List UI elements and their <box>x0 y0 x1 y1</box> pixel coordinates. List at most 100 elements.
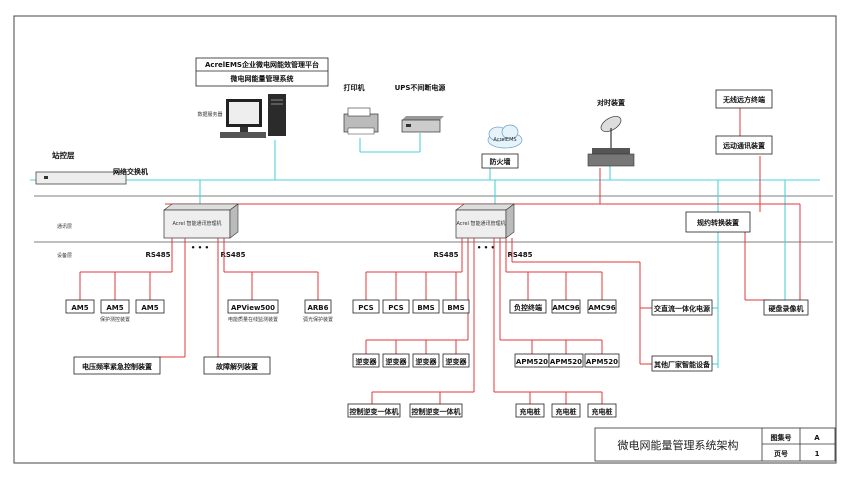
ups-icon <box>401 116 444 133</box>
control-inverter-box-2 <box>409 403 463 418</box>
am5-box-2 <box>100 299 130 314</box>
gateway-left-icon <box>163 203 239 239</box>
am5-label-1: AM5 <box>71 304 88 312</box>
other-devices-label: 其他厂家智能设备 <box>654 360 711 369</box>
am5-sub-2: 保护测控装置 <box>100 316 130 323</box>
pcs-box-1 <box>352 299 380 314</box>
bms-label-2: BMS <box>447 304 464 312</box>
middle-rs485-tree <box>365 238 475 404</box>
telecontrol-box <box>715 135 773 155</box>
charger-label-3: 充电桩 <box>592 407 613 416</box>
load-terminal-box <box>509 299 547 314</box>
dots-left: • • • <box>191 244 209 252</box>
dots-right: • • • <box>477 244 495 252</box>
comm-layer-label: 通讯层 <box>57 223 72 230</box>
apm520-box-3 <box>584 353 620 368</box>
printer-label: 打印机 <box>344 83 365 92</box>
firewall-label: 防火墙 <box>490 157 511 166</box>
arb6-sub: 弧光保护装置 <box>303 316 333 323</box>
drawing-no-value: A <box>814 434 820 442</box>
inverter-label-4: 逆变器 <box>446 357 468 366</box>
title-block <box>594 427 836 462</box>
inverter-box-4 <box>442 353 470 368</box>
gateway-right-label: Acrel 智能通讯管理机 <box>456 220 505 227</box>
apm520-label-1: APM520 <box>516 358 548 366</box>
amc96-label-1: AMC96 <box>552 304 579 312</box>
apview-box <box>227 299 279 314</box>
fault-control-label: 故障解列装置 <box>216 362 258 371</box>
field-layer-label: 设备层 <box>57 252 72 259</box>
pcs-label-2: PCS <box>388 304 403 312</box>
inverter-label-2: 逆变器 <box>386 357 408 366</box>
pcs-label-1: PCS <box>358 304 373 312</box>
other-devices-box <box>651 355 713 372</box>
am5-label-3: AM5 <box>141 304 158 312</box>
wireless-terminal-label: 无线远方终端 <box>722 95 765 104</box>
recorder-box <box>763 299 809 316</box>
apview-label: APView500 <box>231 304 275 312</box>
drawing-no-label: 图集号 <box>771 433 792 442</box>
acdc-power-box <box>651 299 713 316</box>
apview-sub: 电能质量在线监测装置 <box>228 316 278 323</box>
server-icon <box>220 94 286 138</box>
bms-box-2 <box>442 299 470 314</box>
acdc-power-label: 交直流一体化电源 <box>654 304 710 313</box>
am5-box-3 <box>135 299 165 314</box>
bms-label-1: BMS <box>417 304 434 312</box>
amc96-label-2: AMC96 <box>588 304 615 312</box>
voltage-control-label: 电压频率紧急控制装置 <box>82 362 152 371</box>
rs485-label-1: RS485 <box>145 251 170 259</box>
cloud-label: AcrelEMS <box>493 137 516 143</box>
protocol-converter-box <box>685 211 751 233</box>
charger-box-2 <box>551 403 581 418</box>
charger-label-2: 充电桩 <box>556 407 577 416</box>
server-label: 数据服务器 <box>197 111 222 118</box>
cloud-icon <box>487 124 523 149</box>
arb6-label: ARB6 <box>307 304 328 312</box>
printer-icon <box>343 107 379 135</box>
platform-subtitle: 微电网能量管理系统 <box>230 74 294 83</box>
charger-label-1: 充电桩 <box>520 407 541 416</box>
control-inverter-box-1 <box>347 403 401 418</box>
apm520-box-2 <box>548 353 584 368</box>
inverter-label-1: 逆变器 <box>356 357 378 366</box>
telecontrol-label: 远动通讯装置 <box>723 141 765 150</box>
switch-icon <box>35 171 127 185</box>
frame-border <box>13 15 837 464</box>
voltage-control-box <box>73 356 161 375</box>
am5-label-2: AM5 <box>106 304 123 312</box>
control-inverter-label-1: 控制逆变一体机 <box>350 407 399 416</box>
ups-label: UPS不间断电源 <box>395 83 446 92</box>
gateway-right-icon <box>455 203 515 239</box>
station-layer-label: 站控层 <box>52 150 75 160</box>
page-label: 页号 <box>774 449 788 458</box>
inverter-box-2 <box>382 353 410 368</box>
platform-box <box>195 57 329 87</box>
page-value: 1 <box>815 450 820 458</box>
recorder-label: 硬盘录像机 <box>769 304 804 313</box>
inverter-box-3 <box>412 353 440 368</box>
gateway-left-label: Acrel 智能通讯管理机 <box>172 220 221 227</box>
apm520-label-2: APM520 <box>550 358 582 366</box>
charger-box-3 <box>587 403 617 418</box>
pcs-box-2 <box>382 299 410 314</box>
firewall-box <box>481 153 519 169</box>
right-rs485-tree <box>493 238 652 404</box>
control-inverter-label-2: 控制逆变一体机 <box>412 407 461 416</box>
inverter-box-1 <box>352 353 380 368</box>
arb6-box <box>304 299 332 314</box>
charger-box-1 <box>515 403 545 418</box>
rs485-label-4: RS485 <box>507 251 532 259</box>
rs485-label-2: RS485 <box>220 251 245 259</box>
apm520-label-3: APM520 <box>586 358 618 366</box>
left-rs485-tree <box>79 238 319 358</box>
am5-box-1 <box>65 299 95 314</box>
inverter-label-3: 逆变器 <box>416 357 438 366</box>
wireless-terminal-box <box>715 89 773 109</box>
platform-title: AcrelEMS企业微电网能效管理平台 <box>205 60 319 69</box>
satellite-dish-icon <box>587 116 635 167</box>
protocol-converter-label: 规约转换装置 <box>697 218 739 227</box>
switch-label: 网络交换机 <box>113 167 148 176</box>
